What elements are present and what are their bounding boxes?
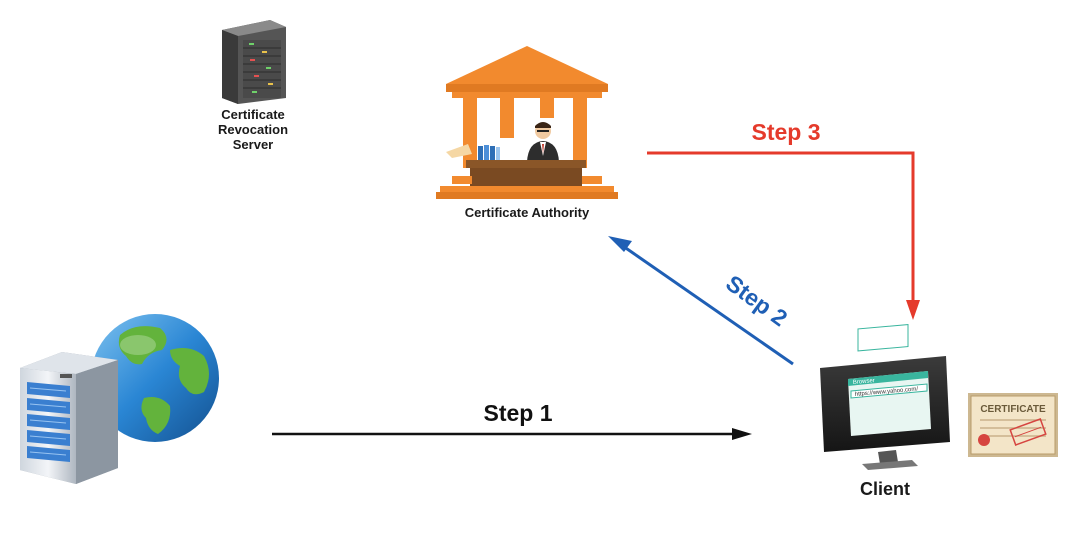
browser-url-text: https://www.yahoo.com/	[855, 386, 919, 398]
browser-title-text: Browser	[853, 378, 875, 386]
step3-arrow	[647, 151, 920, 320]
crl-server-icon	[222, 20, 286, 104]
step2-arrow	[608, 236, 794, 366]
certificate-icon	[968, 393, 1058, 457]
web-server-icon	[20, 314, 219, 484]
step3-label: Step 3	[751, 119, 820, 145]
certificate-text: CERTIFICATE	[980, 404, 1046, 415]
client-computer-icon	[820, 324, 950, 470]
step1-arrow	[272, 428, 752, 440]
certificate-authority-icon	[436, 46, 618, 199]
crl-server-label: Certificate Revocation Server	[217, 107, 289, 152]
client-label: Client	[859, 479, 910, 499]
certificate-authority-label: Certificate Authority	[464, 205, 590, 220]
step1-label: Step 1	[483, 400, 552, 426]
